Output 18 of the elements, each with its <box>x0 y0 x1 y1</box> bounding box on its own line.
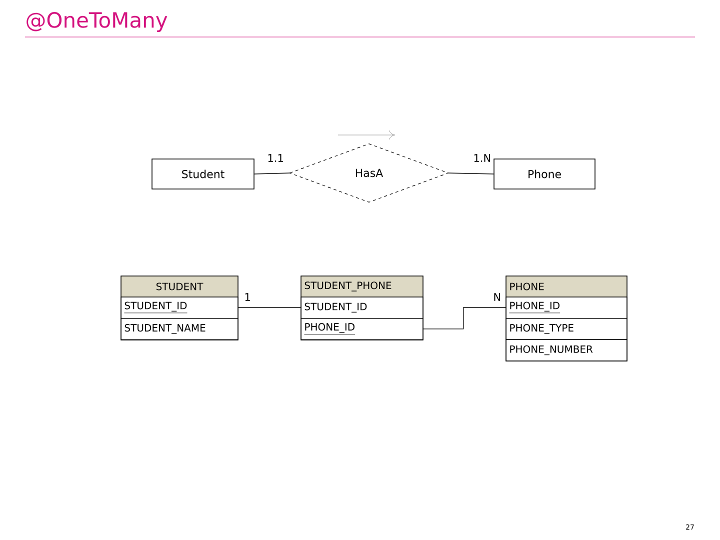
table-row: PHONE_TYPE <box>506 318 628 340</box>
table-row: STUDENT_ID <box>300 296 424 319</box>
entity-box: Student <box>152 158 254 190</box>
table-row: PHONE_ID <box>300 318 424 340</box>
cardinality-label: 1.N <box>474 154 490 162</box>
table-row: STUDENT_ID <box>120 296 238 319</box>
table-row: PHONE_NUMBER <box>506 339 628 362</box>
table-row: PHONE_ID <box>506 296 628 319</box>
entity-box: Phone <box>494 158 596 190</box>
connector <box>448 172 494 174</box>
table-row: STUDENT_NAME <box>120 318 238 340</box>
connector <box>422 307 506 330</box>
cardinality-label: 1.1 <box>268 154 283 162</box>
cardinality-label: 1 <box>245 293 250 301</box>
connector <box>254 172 290 174</box>
connector <box>238 307 302 308</box>
title: @OneToMany <box>26 12 168 32</box>
cardinality-label: N <box>494 293 500 301</box>
